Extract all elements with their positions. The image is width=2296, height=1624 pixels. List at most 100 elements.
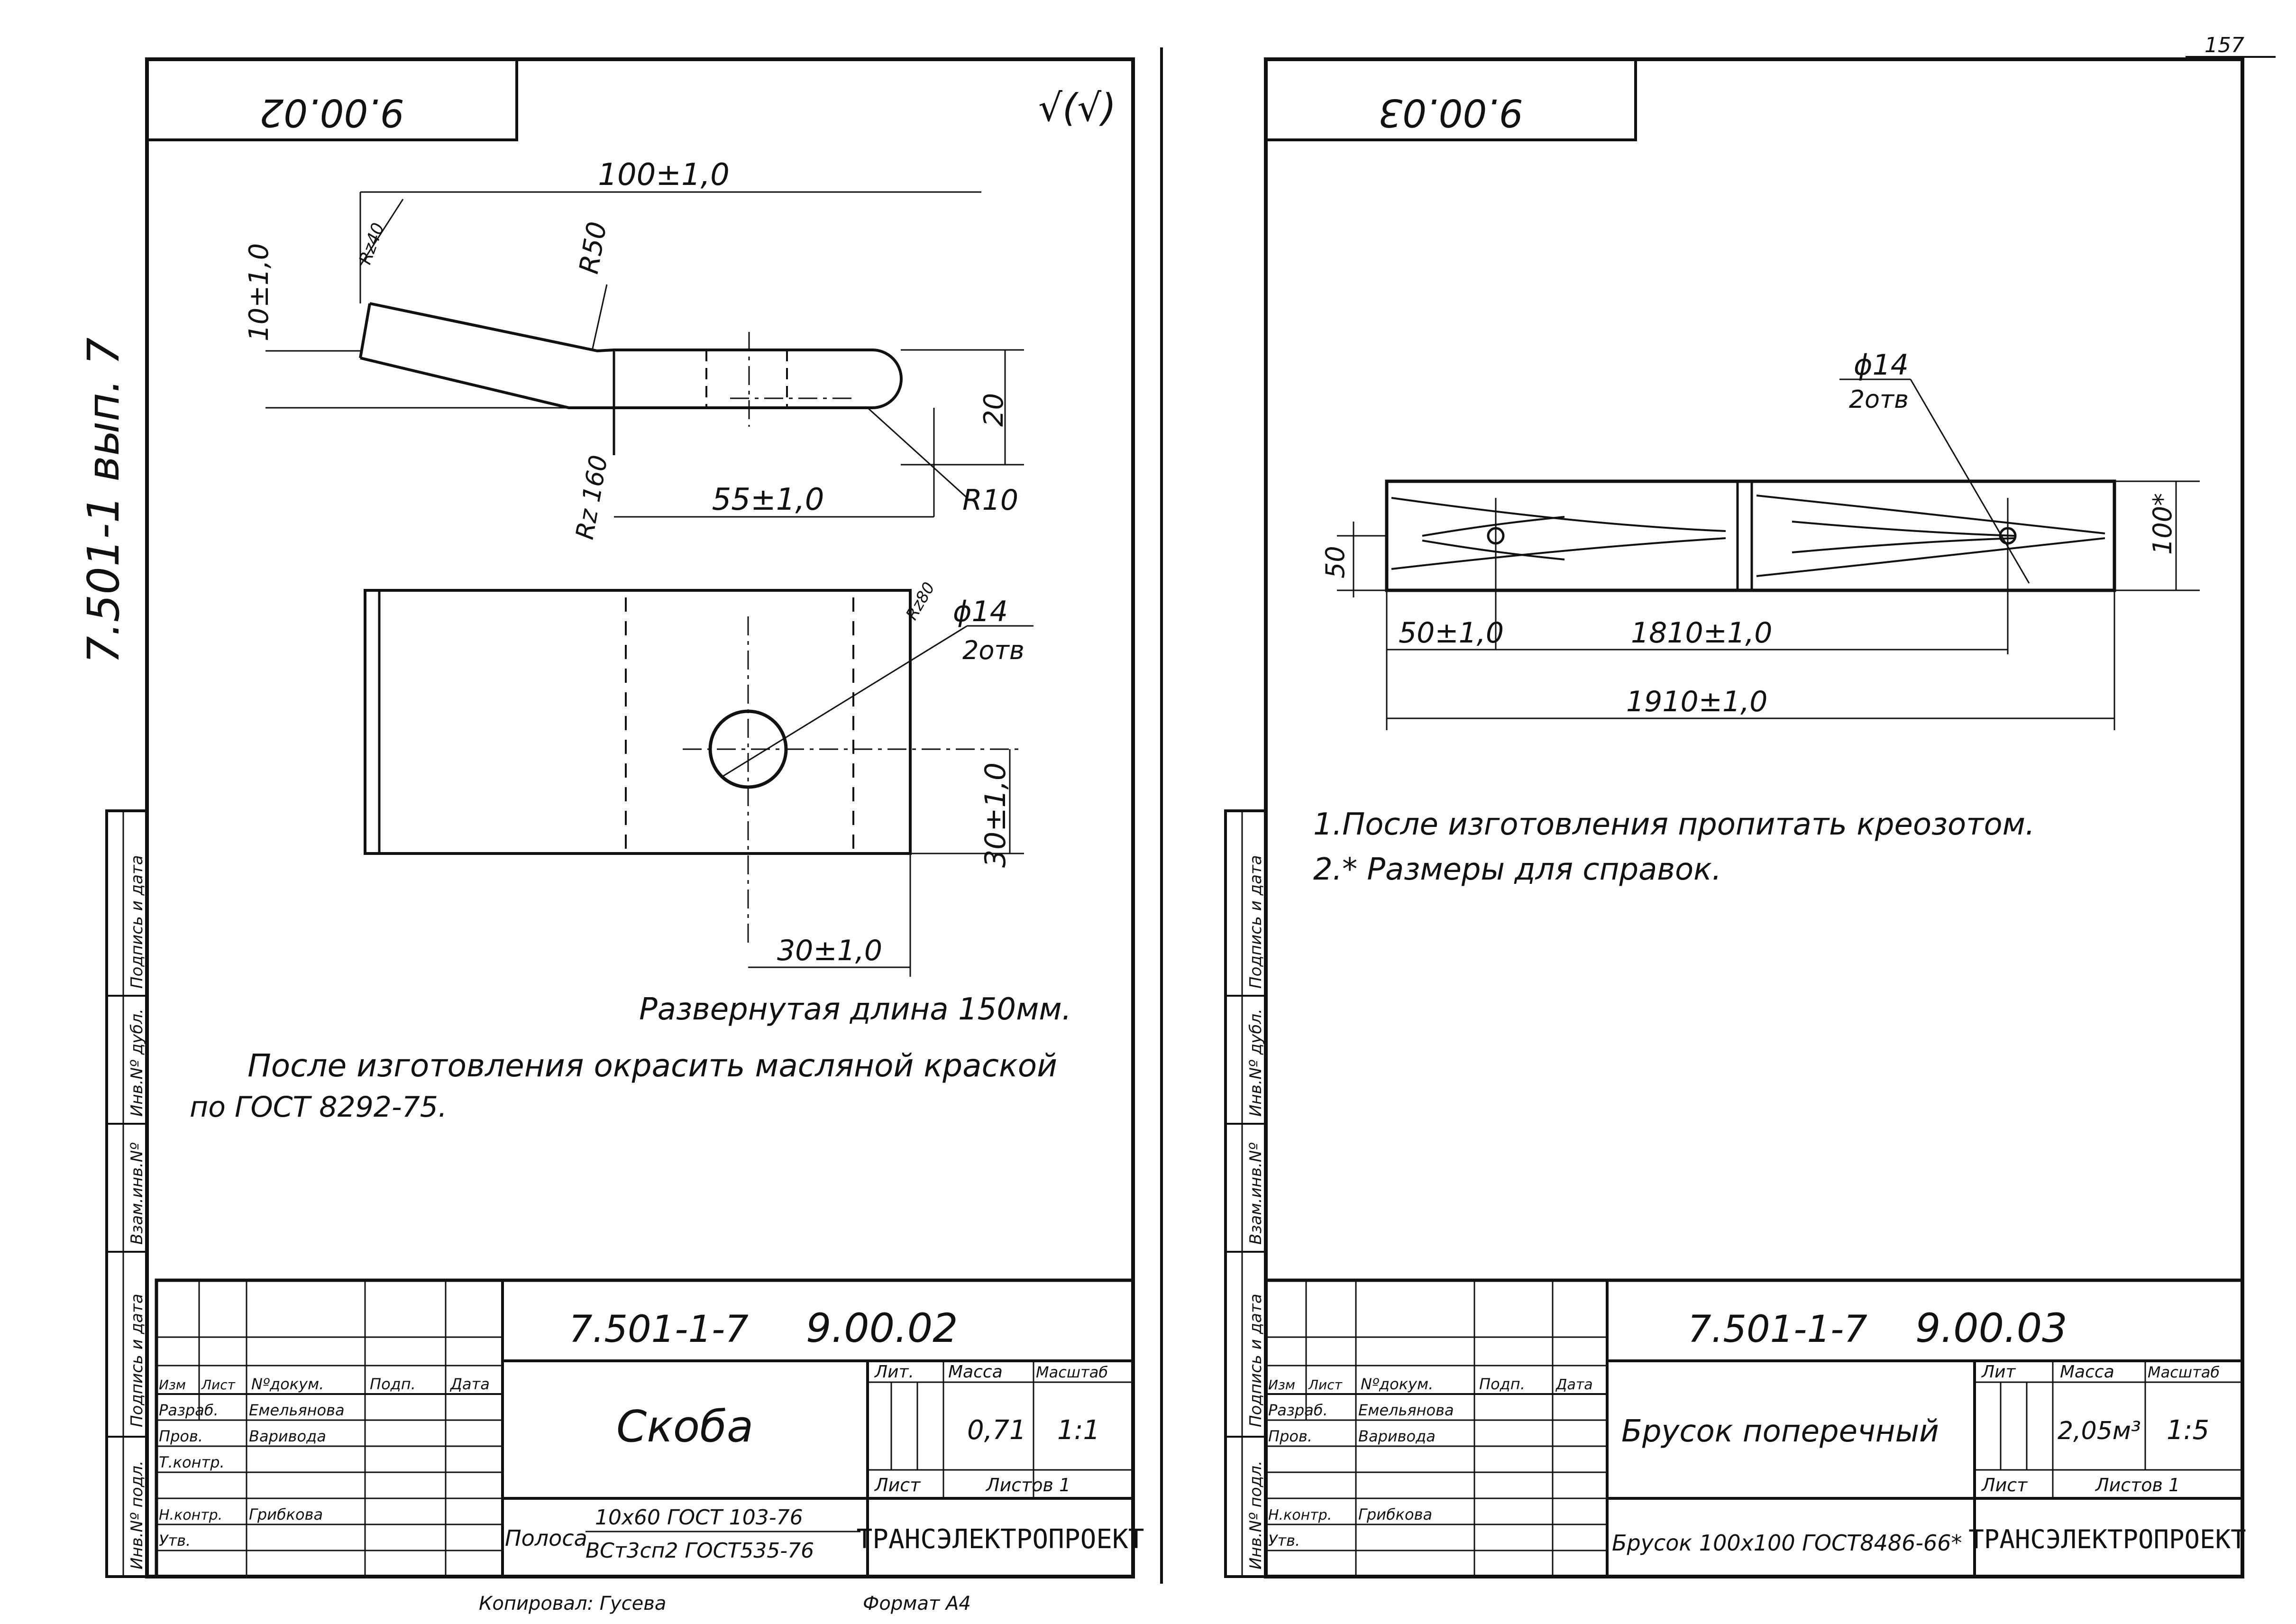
right-corner-box	[1264, 58, 1637, 141]
right-part-name: Брусок поперечный	[1621, 1414, 1939, 1449]
right-name-nkontr: Грибкова	[1358, 1505, 1432, 1523]
left-org: ТРАНСЭЛЕКТРОПРОЕКТ	[857, 1524, 1144, 1555]
left-lit-label: Лит.	[874, 1362, 914, 1382]
right-role-nkontr: Н.контр.	[1268, 1507, 1332, 1523]
right-note-1: 1.После изготовления пропитать креозотом…	[1313, 807, 2035, 842]
right-stamp-3: Взам.инв.Nº	[1246, 1143, 1265, 1245]
left-doc-number: 9.00.02	[806, 1305, 958, 1351]
left-role-razrab: Разраб.	[159, 1401, 219, 1419]
right-role-utv: Утв.	[1268, 1532, 1300, 1550]
dim-radius-top: R50	[574, 220, 613, 276]
left-scale-value: 1:1	[1057, 1415, 1100, 1446]
left-corner-box	[146, 58, 518, 141]
left-material-bottom: ВСт3сп2 ГОСТ535-76	[585, 1539, 814, 1563]
left-hdr-ndok: Nºдокум.	[251, 1375, 324, 1393]
left-sheet: 9.00.02 √(√) 7.501-1 вып. 7	[78, 57, 1144, 1615]
right-note-2: 2.* Размеры для справок.	[1313, 852, 1721, 887]
roughness-bottom: Rz 160	[571, 453, 613, 541]
right-hdr-data: Дата	[1555, 1376, 1593, 1393]
right-offset: 50±1,0	[1399, 616, 1504, 650]
left-side-stamp: Инв.Nº подл. Подпись и дата Взам.инв.Nº …	[105, 809, 148, 1578]
right-role-prov: Пров.	[1268, 1427, 1312, 1445]
left-stamp-3: Взам.инв.Nº	[128, 1143, 146, 1245]
dim-hole-diameter: ϕ14	[953, 595, 1008, 628]
unfolded-length: Развернутая длина 150мм.	[639, 992, 1071, 1027]
right-hdr-podp: Подп.	[1479, 1375, 1525, 1393]
right-hdr-ndok: Nºдокум.	[1361, 1375, 1433, 1393]
dim-height-left: 10±1,0	[244, 243, 274, 341]
right-stamp-1: Инв.Nº подл.	[1246, 1460, 1265, 1569]
left-sheets-label: Листов 1	[985, 1475, 1070, 1496]
left-hdr-podp: Подп.	[370, 1375, 416, 1393]
right-hdr-list: Лист	[1308, 1377, 1343, 1393]
left-role-tkontr: Т.контр.	[159, 1453, 225, 1471]
sheet-number: 157	[2205, 33, 2244, 57]
dim-height-right: 20	[979, 393, 1009, 427]
note-line-1: После изготовления окрасить масляной кра…	[247, 1047, 1057, 1084]
right-stamp-2: Подпись и дата	[1246, 1294, 1265, 1427]
dim-length-lower: 55±1,0	[712, 482, 824, 517]
right-doc-number: 9.00.03	[1915, 1305, 2067, 1351]
left-stamp-5: Подпись и дата	[128, 855, 146, 989]
roughness-hole: Rz80	[902, 579, 939, 623]
right-sheets-label: Листов 1	[2095, 1475, 2180, 1496]
copied-by: Копировал: Гусева	[479, 1593, 666, 1615]
left-material-prefix: Полоса	[505, 1525, 587, 1551]
left-material-top: 10х60 ГОСТ 103-76	[595, 1505, 803, 1530]
bracket-side-view	[265, 191, 1024, 518]
left-role-nkontr: Н.контр.	[159, 1507, 222, 1523]
right-height-left: 50	[1320, 546, 1350, 578]
dim-hole-offset-x: 30±1,0	[777, 934, 882, 967]
right-material: Брусок 100х100 ГОСТ8486-66*	[1612, 1530, 1962, 1556]
right-corner-code: 9.00.03	[1378, 91, 1523, 135]
right-designation: 7.501-1-7	[1688, 1308, 1867, 1351]
left-designation: 7.501-1-7	[569, 1308, 749, 1351]
right-name-prov: Варивода	[1358, 1427, 1436, 1445]
left-title-block	[155, 1278, 1135, 1578]
right-stamp-5: Подпись и дата	[1246, 855, 1265, 989]
right-mass-value: 2,05м³	[2058, 1417, 2141, 1445]
left-name-prov: Варивода	[249, 1427, 326, 1445]
right-between: 1810±1,0	[1631, 616, 1772, 650]
bracket-plan-view	[364, 589, 1034, 977]
left-stamp-1: Инв.Nº подл.	[128, 1460, 146, 1569]
right-name-razrab: Емельянова	[1358, 1401, 1454, 1419]
right-org: ТРАНСЭЛЕКТРОПРОЕКТ	[1968, 1524, 2246, 1554]
left-stamp-4: Инв.Nº дубл.	[128, 1009, 146, 1117]
right-scale-label: Масштаб	[2148, 1363, 2220, 1381]
left-mass-value: 0,71	[967, 1415, 1026, 1446]
left-stamp-2: Подпись и дата	[128, 1294, 146, 1427]
right-stamp-4: Инв.Nº дубл.	[1246, 1009, 1265, 1117]
left-hdr-izm: Изм	[159, 1377, 186, 1393]
left-corner-code: 9.00.02	[259, 91, 404, 135]
left-role-prov: Пров.	[159, 1427, 203, 1445]
right-sheet-label: Лист	[1981, 1475, 2028, 1496]
format-label: Формат А4	[863, 1593, 971, 1615]
left-name-nkontr: Грибкова	[249, 1505, 323, 1523]
left-role-utv: Утв.	[159, 1532, 191, 1550]
right-hole-diameter: ϕ14	[1854, 349, 1909, 382]
dim-radius-end: R10	[962, 484, 1018, 517]
right-height-right: 100*	[2148, 493, 2177, 555]
left-hdr-data: Дата	[449, 1375, 490, 1393]
dim-hole-count: 2отв	[962, 635, 1025, 665]
dim-length-total: 100±1,0	[598, 157, 730, 193]
left-mass-label: Масса	[948, 1362, 1003, 1382]
right-scale-value: 1:5	[2167, 1415, 2209, 1446]
note-line-2: по ГОСТ 8292-75.	[190, 1091, 447, 1124]
left-roughness-mark: √(√)	[1038, 86, 1116, 130]
left-scale-label: Масштаб	[1036, 1363, 1108, 1381]
left-hdr-list: Лист	[201, 1377, 236, 1393]
left-series-label: 7.501-1 вып. 7	[78, 338, 129, 664]
left-sheet-label: Лист	[874, 1475, 921, 1496]
right-lit-label: Лит	[1981, 1362, 2016, 1382]
right-hdr-izm: Изм	[1268, 1377, 1295, 1393]
right-total: 1910±1,0	[1626, 685, 1767, 718]
timber-bar-view	[1337, 378, 2200, 730]
left-part-name: Скоба	[616, 1401, 753, 1452]
left-name-razrab: Емельянова	[249, 1401, 345, 1419]
right-sheet: 9.00.03	[1264, 57, 2246, 1578]
right-side-stamp: Инв.Nº подл. Подпись и дата Взам.инв.Nº …	[1224, 809, 1267, 1578]
dim-hole-offset-y: 30±1,0	[979, 762, 1012, 868]
